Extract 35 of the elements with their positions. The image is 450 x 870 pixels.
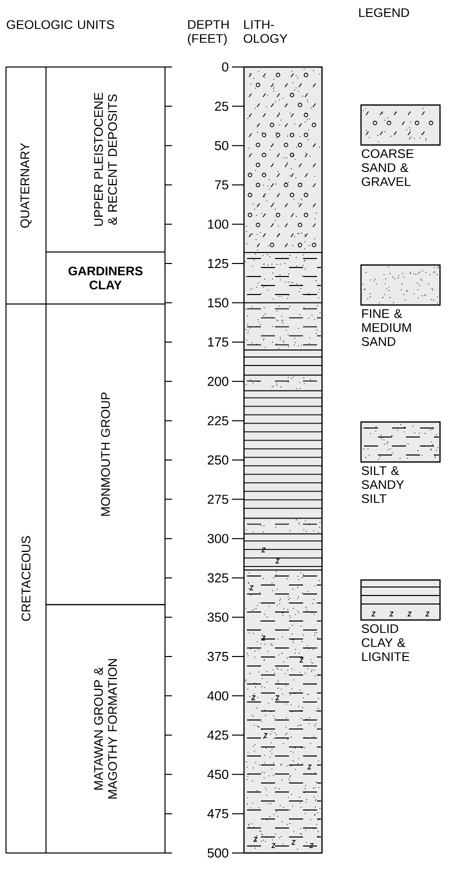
depth-label: 200 <box>208 376 228 386</box>
depth-label: 375 <box>208 652 228 662</box>
depth-label: 75 <box>215 180 228 190</box>
depth-label: 25 <box>215 102 228 111</box>
depth-label: 100 <box>208 220 228 229</box>
legend-label: FINE & MEDIUM SAND <box>362 309 411 346</box>
depth-label: 150 <box>208 298 228 308</box>
depth-label: 50 <box>214 140 228 150</box>
legend-label: SOLID CLAY & LIGNITE <box>362 624 410 662</box>
unit-box: UPPER PLEISTOCENE & RECENT DEPOSITS <box>46 66 166 252</box>
unit-box: MONMOUTH GROUP <box>46 304 166 606</box>
legend-label: SILT & SANDY SILT <box>362 466 404 504</box>
depth-label: 225 <box>208 416 228 426</box>
unit-box: QUATERNARY <box>6 66 46 305</box>
depth-label: 400 <box>207 691 228 700</box>
legend-heading: LEGEND <box>359 8 409 18</box>
depth-label: 300 <box>208 534 228 544</box>
depth-label: 325 <box>208 573 228 582</box>
depth-label: 425 <box>207 730 228 740</box>
depth-label: 175 <box>208 338 228 347</box>
unit-box: CRETACEOUS <box>6 304 46 854</box>
depth-label: 350 <box>208 612 228 622</box>
column-heading: LITH- OLOGY <box>244 20 288 43</box>
depth-label: 500 <box>208 848 228 858</box>
depth-label: 475 <box>207 809 228 818</box>
depth-label: 450 <box>207 770 228 779</box>
unit-box: GARDINERS CLAY <box>46 252 166 304</box>
depth-label: 250 <box>208 455 228 465</box>
depth-label: 0 <box>222 62 228 72</box>
depth-label: 275 <box>208 494 228 504</box>
column-heading: DEPTH (FEET) <box>188 20 229 46</box>
depth-label: 125 <box>208 258 228 268</box>
unit-box: MATAWAN GROUP & MAGOTHY FORMATION <box>46 604 166 854</box>
column-heading: GEOLOGIC UNITS <box>6 20 114 30</box>
legend-label: COARSE SAND & GRAVEL <box>362 149 414 186</box>
